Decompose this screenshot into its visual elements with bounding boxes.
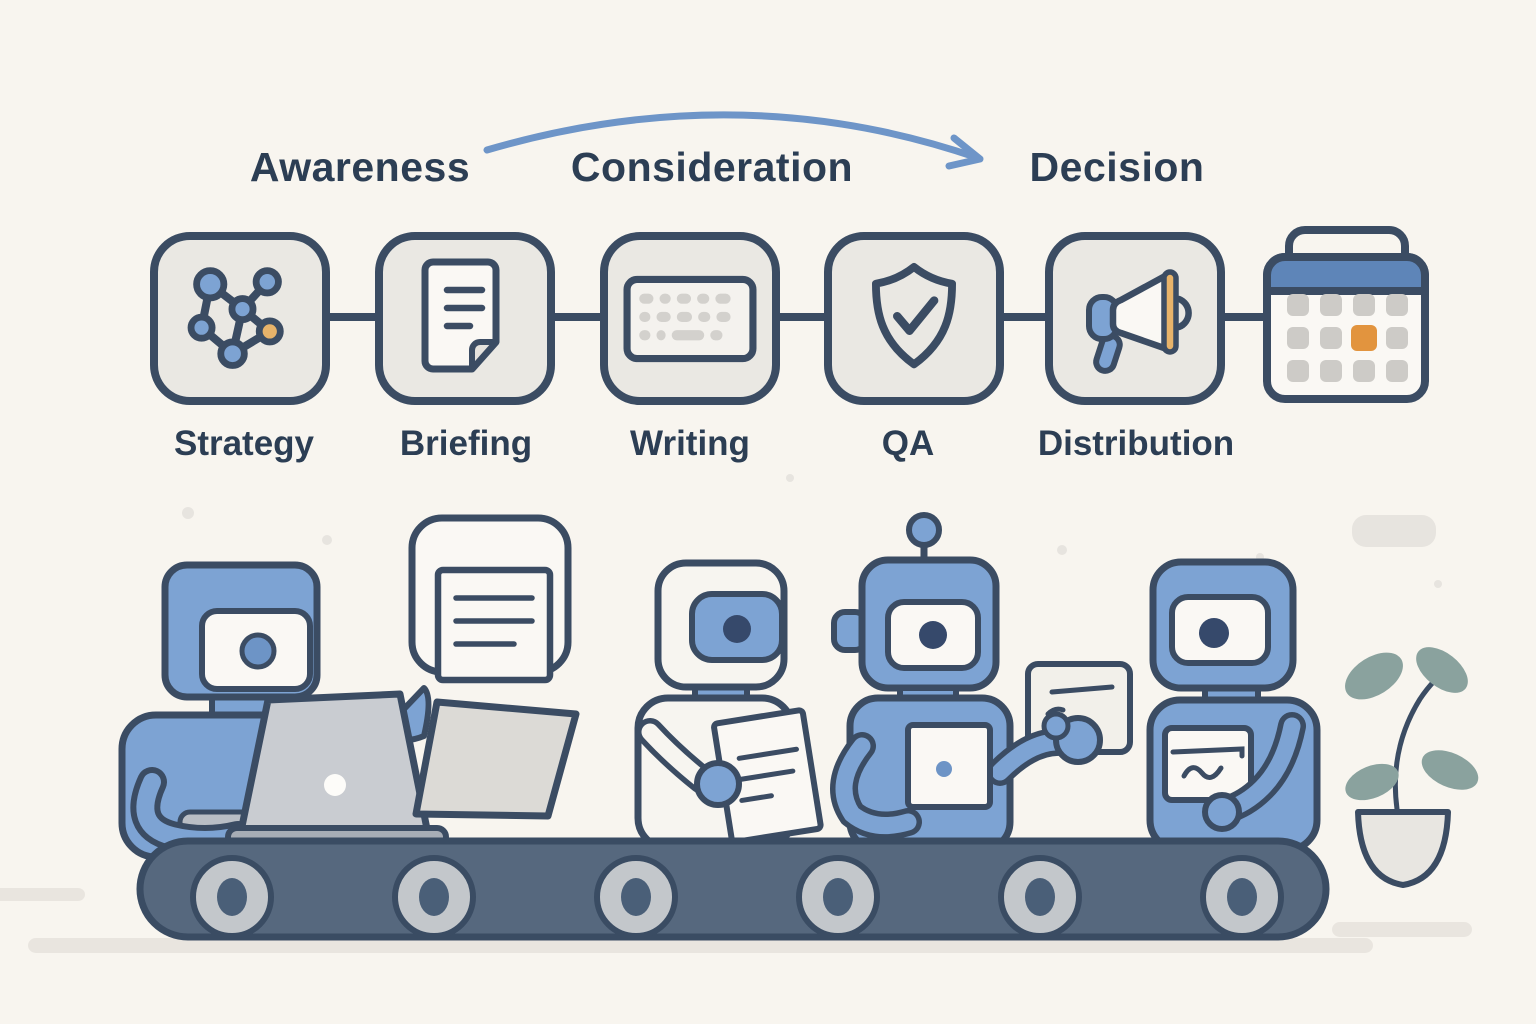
step-label-briefing: Briefing [399,424,533,463]
belt-rollers [190,855,1284,939]
screen-panel [412,698,580,820]
stage-box-writing [600,232,780,405]
plant-leaves [1345,647,1479,801]
stage-box-qa [824,232,1004,405]
robot-reading-paper [634,559,824,852]
step-label-strategy: Strategy [173,424,315,463]
conveyor-belt [136,837,1330,941]
background-decor [182,474,1442,588]
document-bubble [408,514,572,684]
megaphone-icon [1086,268,1192,374]
chart-card [1162,725,1254,803]
funnel-stage-consideration: Consideration [570,144,854,190]
funnel-stage-awareness: Awareness [249,144,471,190]
ground-shadows [0,888,1472,953]
calendar-day-cells [1287,294,1408,382]
stage-box-distribution [1045,232,1225,405]
network-graph-icon [187,266,284,369]
calendar-icon [1263,226,1429,403]
potted-plant [1345,647,1479,888]
funnel-arrow-icon [483,111,984,170]
stage-box-strategy [150,232,330,405]
stage-box-briefing [375,232,555,405]
shield-check-icon [872,262,956,368]
step-label-qa: QA [881,424,935,463]
robot-holding-tablet-and-card [830,512,1133,854]
plant-pot [1355,809,1451,888]
robot-assembly-line-illustration [0,474,1479,953]
document-icon [421,258,500,373]
funnel-stage-decision: Decision [1029,144,1205,190]
brief-paper [711,707,824,845]
step-label-distribution: Distribution [1037,424,1235,463]
keyboard-icon [623,275,757,362]
step-label-writing: Writing [630,424,750,463]
calendar-highlighted-day [1351,325,1377,351]
robot-holding-chart-card [1146,558,1321,854]
